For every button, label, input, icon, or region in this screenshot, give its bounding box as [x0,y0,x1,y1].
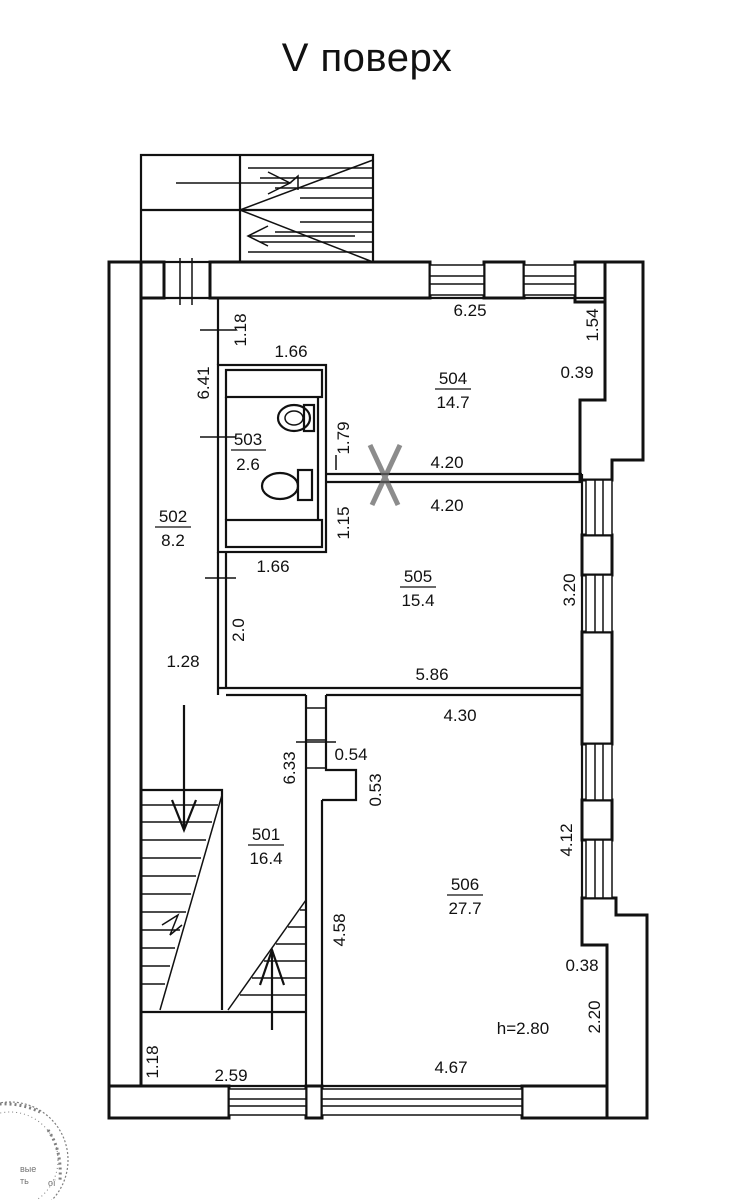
floor-title: V поверх [281,36,453,80]
dim-4-30: 4.30 [443,706,476,725]
dim-1-18-top: 1.18 [231,313,250,346]
dim-1-15: 1.15 [334,506,353,539]
dim-1-66-top: 1.66 [274,342,307,361]
dim-2-20: 2.20 [585,1000,604,1033]
dim-4-20-a: 4.20 [430,453,463,472]
dimension-ticks [200,329,337,743]
bathroom-fixtures [260,403,316,502]
dim-6-41: 6.41 [194,366,213,399]
dim-6-25: 6.25 [453,301,486,320]
room-number: 506 [451,875,479,894]
dim-4-12: 4.12 [557,823,576,856]
ceiling-height: h=2.80 [497,1019,549,1038]
dim-4-67: 4.67 [434,1058,467,1077]
stamp-text-1: вые [20,1164,36,1174]
dim-4-20-b: 4.20 [430,496,463,515]
room-number: 504 [439,369,467,388]
room-number: 502 [159,507,187,526]
room-area: 27.7 [448,899,481,918]
dimension-labels: 6.25 1.54 0.39 1.18 1.66 6.41 1.79 4.20 … [143,301,604,1085]
room-number: 503 [234,430,262,449]
windows [162,258,613,1116]
dim-1-66-bottom: 1.66 [256,557,289,576]
internal-stair [141,705,307,1030]
dim-0-39: 0.39 [560,363,593,382]
dim-6-33: 6.33 [280,751,299,784]
stamp-text-3: ої [48,1178,56,1188]
dim-2-0: 2.0 [229,618,248,642]
room-502: 502 8.2 [155,507,191,550]
room-area: 8.2 [161,531,185,550]
room-504: 504 14.7 [435,369,471,412]
stamp-seal: вые ть ої [0,1101,69,1200]
door-mark [367,443,403,507]
dim-0-38: 0.38 [565,956,598,975]
stamp-text-2: ть [20,1176,29,1186]
dim-1-18-bottom: 1.18 [143,1045,162,1078]
room-506: 506 27.7 [447,875,483,918]
dim-1-28: 1.28 [166,652,199,671]
room-area: 14.7 [436,393,469,412]
dim-5-86: 5.86 [415,665,448,684]
room-area: 2.6 [236,455,260,474]
external-stair [139,153,375,264]
dim-2-59: 2.59 [214,1066,247,1085]
dim-4-58: 4.58 [330,913,349,946]
dim-1-54: 1.54 [583,308,602,341]
room-501: 501 16.4 [248,825,284,868]
interior-walls [141,296,607,1088]
room-505: 505 15.4 [400,567,436,610]
dim-1-79: 1.79 [334,421,353,454]
room-area: 15.4 [401,591,434,610]
room-number: 505 [404,567,432,586]
dim-3-20: 3.20 [560,573,579,606]
room-503: 503 2.6 [231,430,266,474]
dim-0-54: 0.54 [334,745,367,764]
dim-0-53: 0.53 [366,773,385,806]
outer-walls [107,260,649,1120]
room-number: 501 [252,825,280,844]
room-area: 16.4 [249,849,282,868]
